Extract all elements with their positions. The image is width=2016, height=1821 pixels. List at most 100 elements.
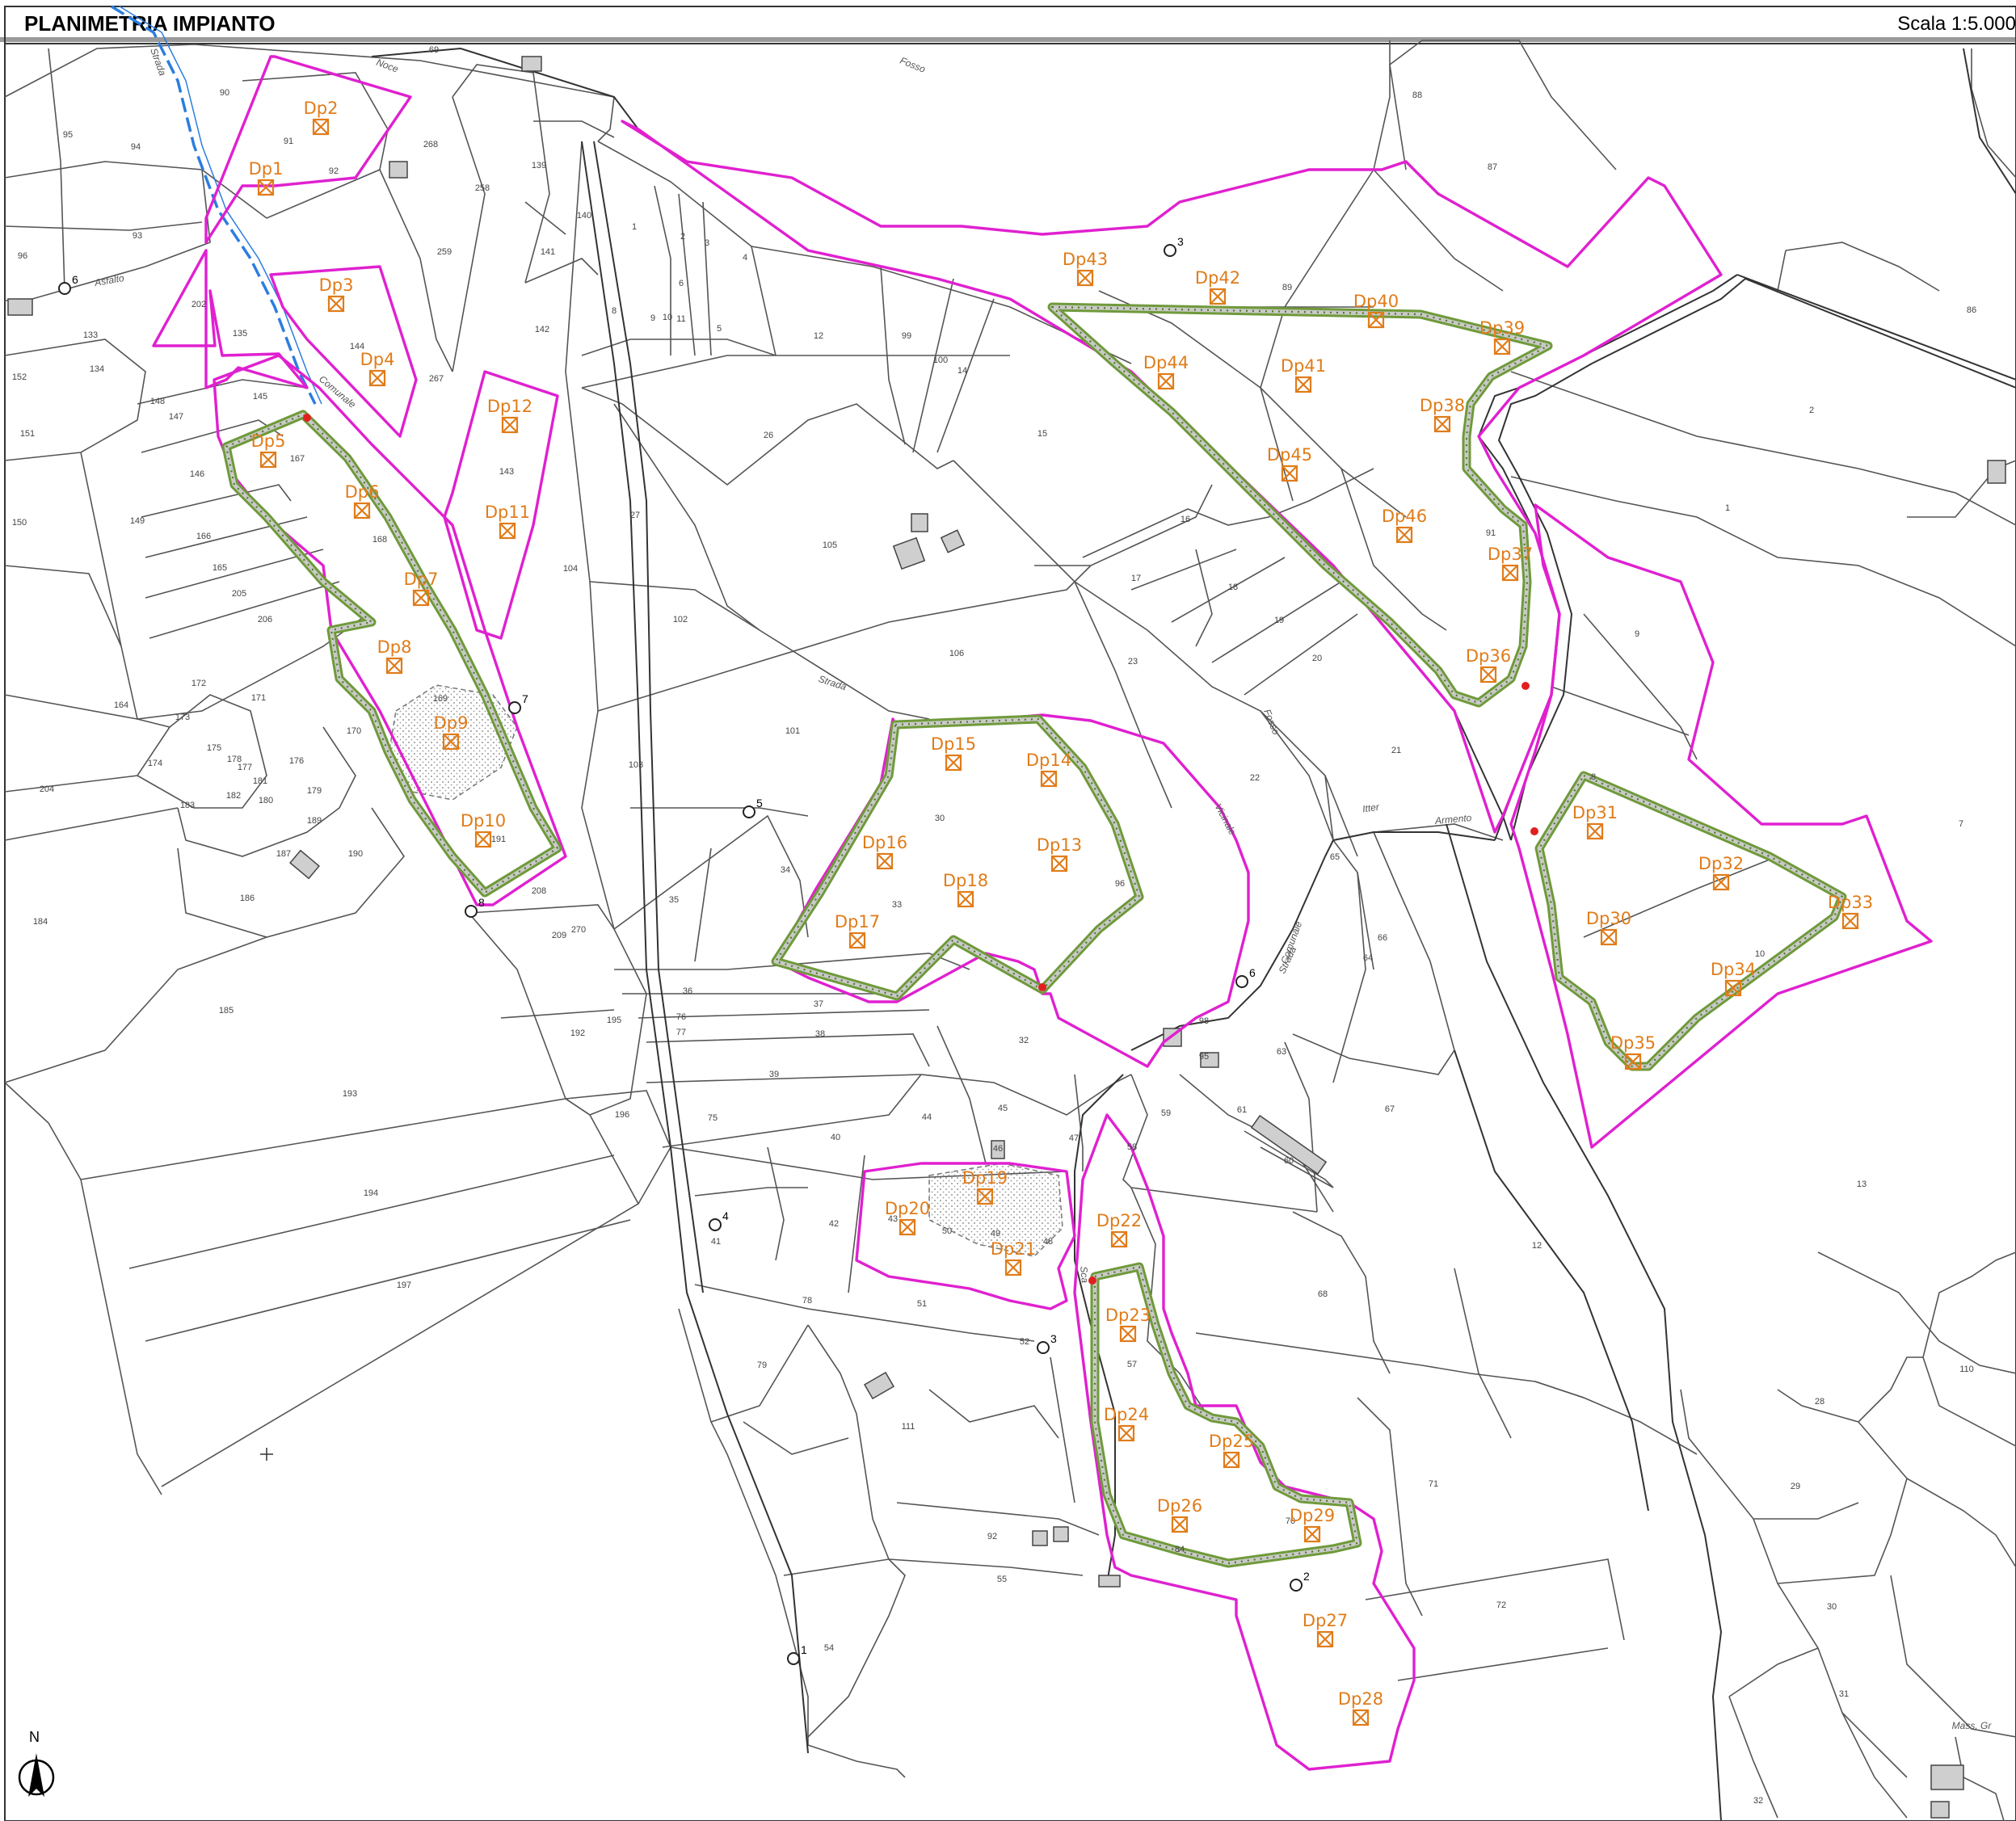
marker-label: Dp22 <box>1096 1211 1142 1230</box>
x-box-marker-icon <box>1600 928 1618 946</box>
parcel-number: 50 <box>942 1226 952 1236</box>
marker-dp37[interactable]: Dp37 <box>1488 545 1533 582</box>
parcel-number: 78 <box>802 1296 812 1306</box>
parcel-number: 209 <box>552 931 566 940</box>
x-box-marker-icon <box>1076 269 1094 287</box>
marker-dp14[interactable]: Dp14 <box>1026 751 1071 788</box>
marker-dp30[interactable]: Dp30 <box>1586 909 1631 946</box>
marker-dp23[interactable]: Dp23 <box>1105 1306 1151 1343</box>
marker-dp25[interactable]: Dp25 <box>1209 1432 1254 1469</box>
marker-dp22[interactable]: Dp22 <box>1096 1211 1142 1248</box>
parcel-number: 41 <box>711 1237 721 1247</box>
parcel-number: 32 <box>1019 1036 1029 1045</box>
parcel-number: 34 <box>781 865 790 875</box>
x-box-marker-icon <box>1493 338 1511 355</box>
marker-dp12[interactable]: Dp12 <box>487 397 532 434</box>
marker-dp24[interactable]: Dp24 <box>1104 1405 1149 1442</box>
marker-dp7[interactable]: Dp7 <box>404 570 439 607</box>
marker-dp32[interactable]: Dp32 <box>1698 854 1744 891</box>
marker-dp26[interactable]: Dp26 <box>1157 1496 1202 1533</box>
marker-dp33[interactable]: Dp33 <box>1828 893 1873 930</box>
x-box-marker-icon <box>1281 465 1298 482</box>
parcel-number: 101 <box>785 726 800 736</box>
x-box-marker-icon <box>312 118 330 136</box>
marker-dp20[interactable]: Dp20 <box>885 1199 930 1236</box>
parcel-number: 46 <box>993 1144 1003 1154</box>
parcel-number: 98 <box>1199 1016 1209 1026</box>
marker-dp29[interactable]: Dp29 <box>1290 1506 1335 1543</box>
marker-dp46[interactable]: Dp46 <box>1382 507 1427 544</box>
marker-label: Dp26 <box>1157 1496 1202 1516</box>
marker-dp27[interactable]: Dp27 <box>1303 1611 1348 1648</box>
parcel-number: 32 <box>1753 1796 1763 1806</box>
marker-dp45[interactable]: Dp45 <box>1267 445 1312 482</box>
parcel-number: 54 <box>824 1643 834 1653</box>
marker-dp15[interactable]: Dp15 <box>931 734 976 772</box>
marker-dp4[interactable]: Dp4 <box>360 350 395 387</box>
marker-dp31[interactable]: Dp31 <box>1572 803 1618 840</box>
marker-dp43[interactable]: Dp43 <box>1063 250 1108 287</box>
marker-dp38[interactable]: Dp38 <box>1420 396 1465 433</box>
x-box-marker-icon <box>499 522 516 540</box>
benchmark-circle-icon: 3 <box>1164 235 1184 257</box>
parcel-number: 8 <box>1591 772 1596 782</box>
benchmark-label: 8 <box>478 896 485 909</box>
marker-dp5[interactable]: Dp5 <box>251 431 286 469</box>
marker-dp17[interactable]: Dp17 <box>835 912 880 949</box>
marker-label: Dp6 <box>345 482 380 502</box>
marker-dp44[interactable]: Dp44 <box>1143 353 1189 390</box>
benchmark-label: 6 <box>1249 966 1256 979</box>
fence-area-2 <box>1047 302 1553 708</box>
marker-dp2[interactable]: Dp2 <box>304 99 339 136</box>
parcel-number: 52 <box>1020 1337 1029 1347</box>
parcel-number: 135 <box>233 329 247 339</box>
project-boundaries <box>152 55 1933 1771</box>
marker-dp1[interactable]: Dp1 <box>249 159 284 196</box>
parcel-number: 63 <box>1277 1047 1286 1057</box>
marker-dp13[interactable]: Dp13 <box>1037 835 1082 873</box>
marker-dp35[interactable]: Dp35 <box>1610 1033 1656 1070</box>
marker-label: Dp32 <box>1698 854 1744 873</box>
parcel-number: 2 <box>1809 406 1814 415</box>
parcel-number: 17 <box>1131 574 1141 583</box>
marker-dp39[interactable]: Dp39 <box>1479 318 1525 355</box>
parcel-number: 29 <box>1791 1482 1800 1491</box>
inverter-markers[interactable]: Dp1Dp2Dp3Dp4Dp5Dp6Dp7Dp8Dp9Dp10Dp11Dp12D… <box>249 99 1874 1726</box>
marker-dp40[interactable]: Dp40 <box>1353 292 1399 329</box>
marker-dp21[interactable]: Dp21 <box>991 1239 1036 1276</box>
marker-dp3[interactable]: Dp3 <box>319 275 354 313</box>
marker-dp19[interactable]: Dp19 <box>962 1168 1008 1205</box>
marker-dp10[interactable]: Dp10 <box>461 811 506 848</box>
parcel-number: 5 <box>717 324 722 334</box>
parcel-number: 147 <box>169 412 183 422</box>
marker-dp6[interactable]: Dp6 <box>345 482 380 519</box>
parcel-number: 40 <box>831 1133 840 1142</box>
marker-dp42[interactable]: Dp42 <box>1195 268 1240 305</box>
marker-dp11[interactable]: Dp11 <box>485 503 530 540</box>
parcel-number: 89 <box>1282 283 1292 292</box>
marker-dp41[interactable]: Dp41 <box>1281 356 1326 393</box>
marker-dp18[interactable]: Dp18 <box>943 871 988 908</box>
marker-dp8[interactable]: Dp8 <box>377 637 412 675</box>
marker-dp36[interactable]: Dp36 <box>1466 646 1511 683</box>
marker-dp16[interactable]: Dp16 <box>862 833 907 870</box>
parcel-number: 14 <box>957 366 967 376</box>
parcel-number: 92 <box>329 166 339 176</box>
parcel-number: 270 <box>571 925 586 935</box>
marker-label: Dp8 <box>377 637 412 657</box>
marker-label: Dp13 <box>1037 835 1082 855</box>
marker-label: Dp17 <box>835 912 880 932</box>
parcel-number: 8 <box>612 306 617 316</box>
parcel-number: 268 <box>423 140 438 149</box>
parcel-number: 9 <box>1635 629 1639 639</box>
marker-dp9[interactable]: Dp9 <box>434 713 469 751</box>
parcel-number: 3 <box>705 238 709 248</box>
parcel-number: 68 <box>1318 1289 1328 1299</box>
north-arrow-icon <box>18 1753 55 1797</box>
marker-dp28[interactable]: Dp28 <box>1338 1689 1383 1726</box>
marker-dp34[interactable]: Dp34 <box>1711 960 1756 997</box>
marker-label: Dp29 <box>1290 1506 1335 1525</box>
parcel-number: 176 <box>289 756 304 766</box>
x-box-marker-icon <box>976 1188 994 1205</box>
